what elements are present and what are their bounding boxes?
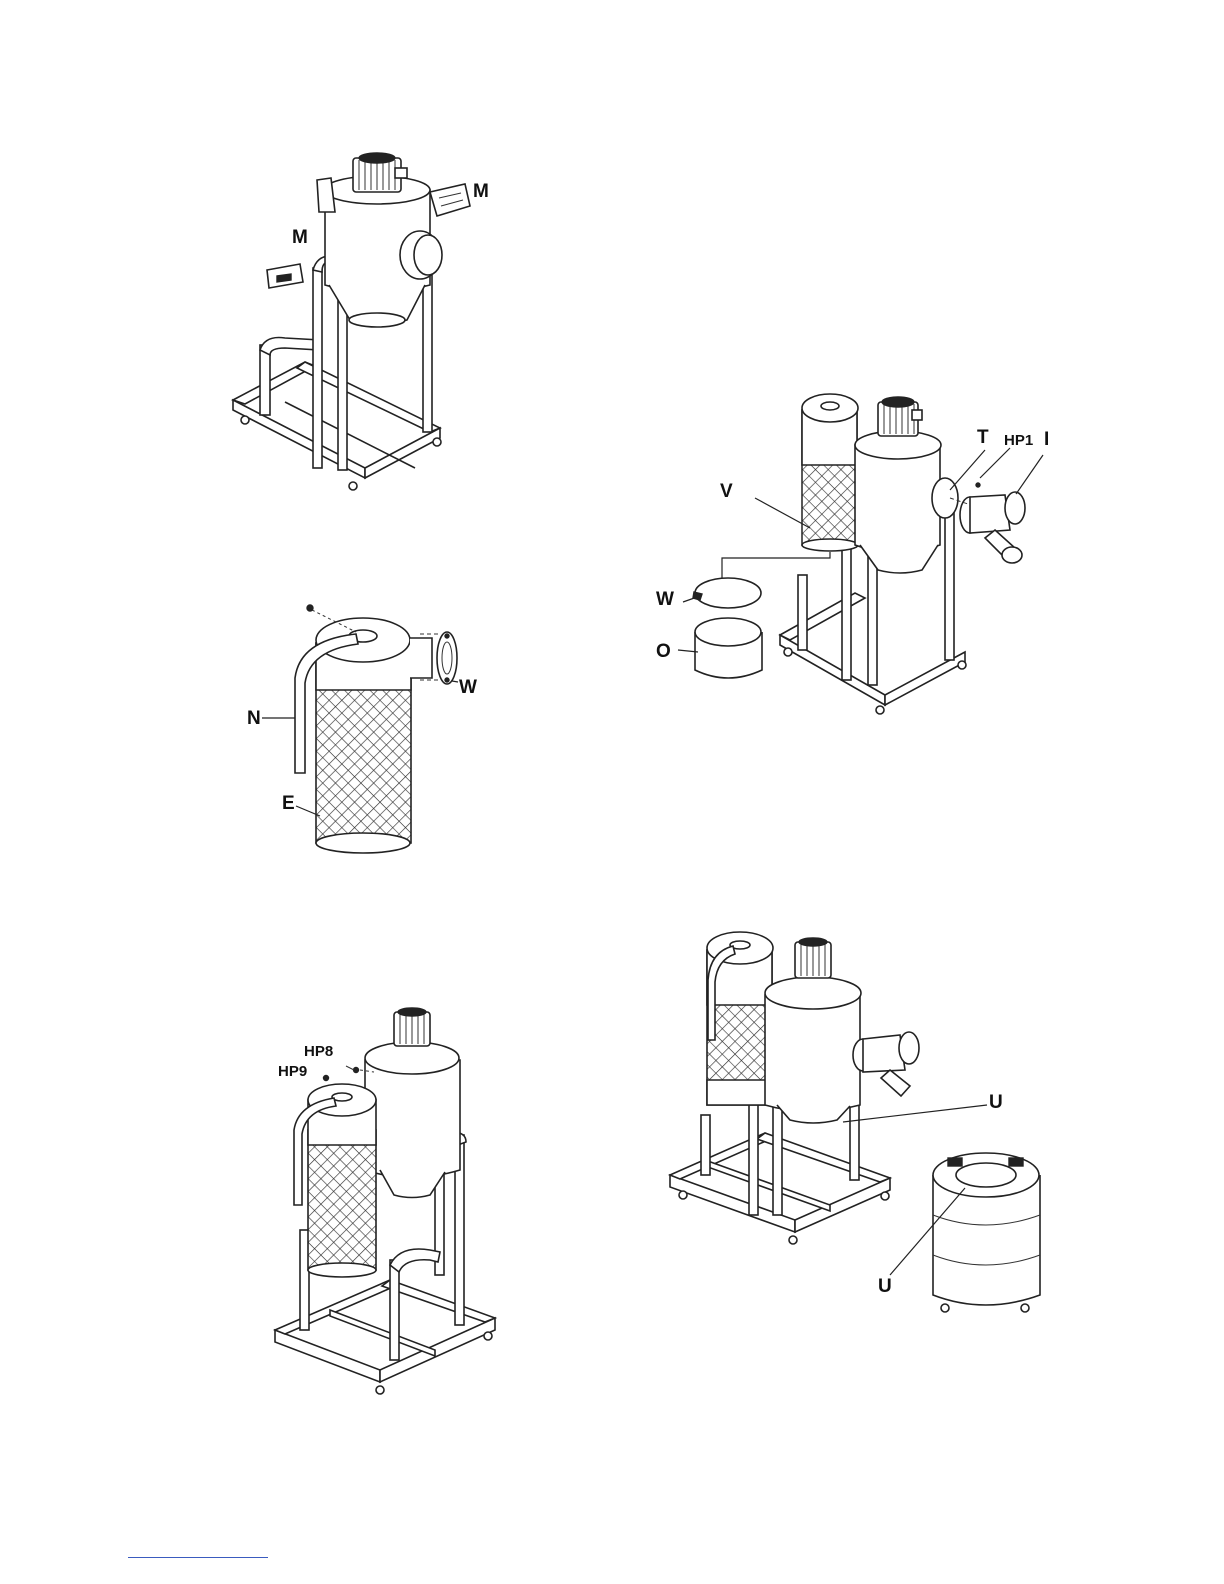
label-t: T	[977, 428, 989, 447]
label-w: W	[459, 678, 477, 697]
label-hp1: HP1	[1004, 433, 1033, 448]
figure-filter-canister: N W E	[240, 598, 490, 858]
label-u-top: U	[989, 1093, 1003, 1112]
figure-filter-bag-assembly: T HP1 I V W O	[650, 380, 1070, 720]
figure-full-unit-hardware: HP8 HP9	[270, 1000, 520, 1400]
label-o: O	[656, 642, 671, 661]
label-n: N	[247, 709, 261, 728]
figure-cyclone-brackets: M M	[225, 150, 525, 495]
label-m-right: M	[473, 182, 489, 201]
figure-unit-with-drum: U U	[665, 920, 1065, 1330]
label-m-left: M	[292, 228, 308, 247]
label-i: I	[1044, 430, 1049, 449]
label-e: E	[282, 794, 295, 813]
label-hp9: HP9	[278, 1064, 307, 1079]
label-hp8: HP8	[304, 1044, 333, 1059]
label-w: W	[656, 590, 674, 609]
label-u-bottom: U	[878, 1277, 892, 1296]
label-v: V	[720, 482, 733, 501]
footer-link-rule	[128, 1557, 268, 1558]
